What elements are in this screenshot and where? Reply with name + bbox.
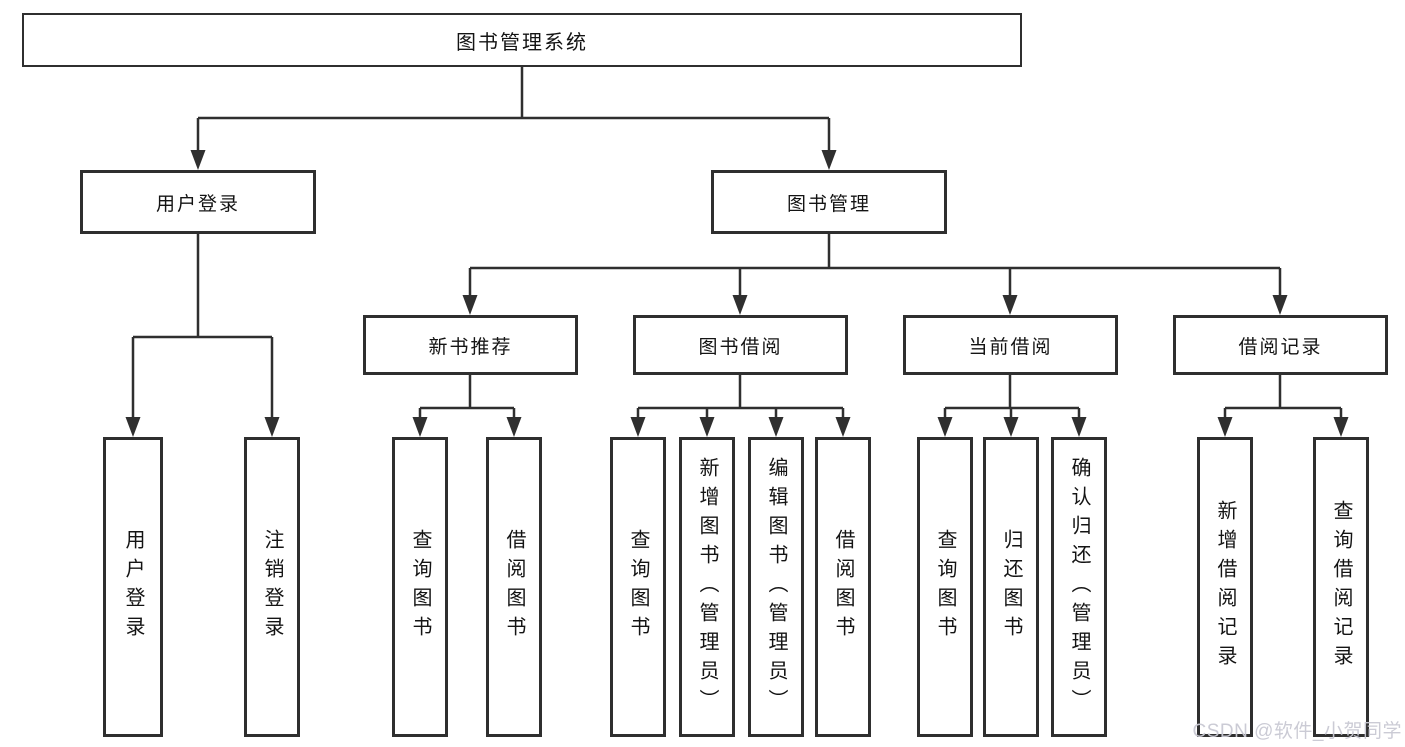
node-logout-leaf: 注销登录 bbox=[244, 437, 300, 737]
node-borrowing-query-books: 查询图书 bbox=[610, 437, 666, 737]
node-user-login: 用户登录 bbox=[80, 170, 316, 234]
node-recommend-query-books: 查询图书 bbox=[392, 437, 448, 737]
node-new-book-recommend: 新书推荐 bbox=[363, 315, 578, 375]
node-current-borrowing: 当前借阅 bbox=[903, 315, 1118, 375]
node-return-books: 归还图书 bbox=[983, 437, 1039, 737]
node-add-books-admin: 新增图书（管理员） bbox=[679, 437, 735, 737]
node-borrowing-borrow-books: 借阅图书 bbox=[815, 437, 871, 737]
csdn-watermark: CSDN @软件_小贺同学 bbox=[1192, 721, 1402, 742]
node-add-borrow-record: 新增借阅记录 bbox=[1197, 437, 1253, 737]
node-edit-books-admin: 编辑图书（管理员） bbox=[748, 437, 804, 737]
node-recommend-borrow-books: 借阅图书 bbox=[486, 437, 542, 737]
node-borrowing-records: 借阅记录 bbox=[1173, 315, 1388, 375]
node-book-management-system: 图书管理系统 bbox=[22, 13, 1022, 67]
node-query-borrow-record: 查询借阅记录 bbox=[1313, 437, 1369, 737]
node-book-borrowing: 图书借阅 bbox=[633, 315, 848, 375]
node-current-query-books: 查询图书 bbox=[917, 437, 973, 737]
node-confirm-return-admin: 确认归还（管理员） bbox=[1051, 437, 1107, 737]
node-user-login-leaf: 用户登录 bbox=[103, 437, 163, 737]
node-book-management: 图书管理 bbox=[711, 170, 947, 234]
